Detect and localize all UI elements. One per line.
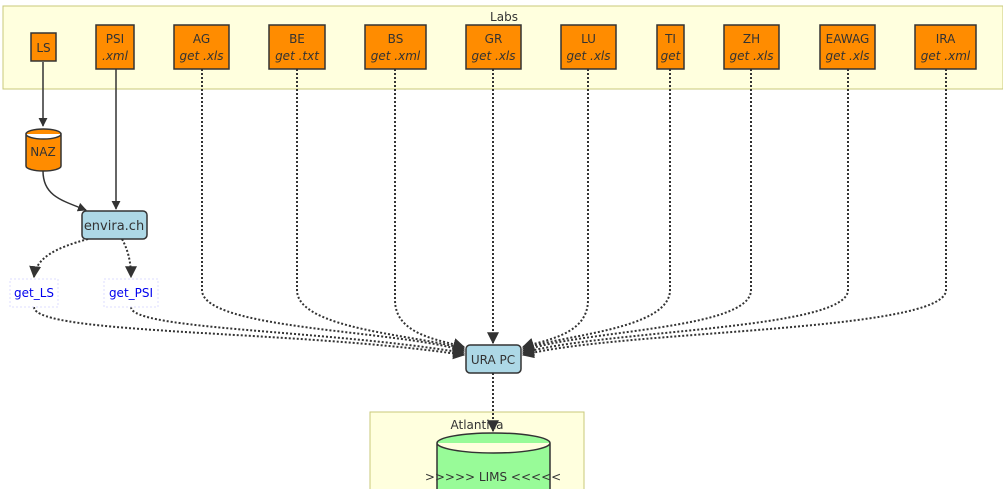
edge-getls-ura bbox=[33, 306, 466, 360]
lims-database[interactable] bbox=[436, 432, 551, 489]
lab-node-eawag[interactable] bbox=[819, 24, 876, 70]
edges bbox=[29, 62, 947, 433]
lab-node-be[interactable] bbox=[268, 24, 326, 70]
edge-bs-ura bbox=[394, 69, 466, 350]
naz-database[interactable] bbox=[25, 128, 62, 172]
edge-envira-getpsi bbox=[121, 238, 137, 279]
edge-zh-ura bbox=[521, 69, 752, 353]
lab-format: get .xml bbox=[371, 49, 421, 63]
lab-name: LS bbox=[36, 41, 50, 55]
lab-node-bs[interactable] bbox=[364, 24, 427, 70]
edge-lu-ura bbox=[521, 69, 589, 350]
get-psi-node[interactable] bbox=[103, 278, 159, 308]
lab-name: IRA bbox=[936, 32, 956, 46]
lab-name: TI bbox=[664, 32, 676, 46]
edge-envira-getls bbox=[29, 238, 89, 279]
lab-name: BS bbox=[388, 32, 404, 46]
get-ls-link[interactable]: get_LS bbox=[14, 286, 54, 300]
lab-format: get .xls bbox=[179, 49, 223, 63]
lab-format: get .xls bbox=[825, 49, 869, 63]
lab-format: get .xml bbox=[921, 49, 971, 63]
lab-format: get .xls bbox=[471, 49, 515, 63]
lab-node-ag[interactable] bbox=[173, 24, 230, 70]
envira-node[interactable] bbox=[81, 210, 148, 240]
edge-naz-envira bbox=[42, 170, 87, 212]
lab-format: get .xls bbox=[729, 49, 773, 63]
lab-node-lu[interactable] bbox=[560, 24, 617, 70]
lab-format: .xml bbox=[102, 49, 129, 63]
ura-pc-node[interactable] bbox=[465, 344, 522, 374]
edge-ira-ura bbox=[521, 69, 947, 359]
edge-getpsi-ura bbox=[130, 306, 466, 358]
lab-node-ira[interactable] bbox=[914, 24, 977, 70]
cluster-atlantica-title: Atlantica bbox=[451, 418, 504, 432]
envira-label: envira.ch bbox=[84, 219, 144, 234]
lab-node-zh[interactable] bbox=[723, 24, 780, 70]
lab-format: get .txt bbox=[275, 49, 320, 63]
lab-name: GR bbox=[485, 32, 503, 46]
edge-be-ura bbox=[296, 69, 466, 352]
edge-ti-ura bbox=[521, 69, 671, 351]
lab-node-ls[interactable] bbox=[30, 32, 57, 62]
lab-name: AG bbox=[193, 32, 210, 46]
edge-ag-ura bbox=[201, 69, 466, 354]
lab-name: ZH bbox=[743, 32, 760, 46]
lims-label: >>>>> LIMS <<<<< bbox=[425, 470, 561, 484]
lab-format: get bbox=[661, 49, 682, 63]
lab-name: PSI bbox=[106, 32, 124, 46]
lab-format: get .xls bbox=[566, 49, 610, 63]
get-psi-link[interactable]: get_PSI bbox=[109, 286, 153, 300]
get-ls-node[interactable] bbox=[9, 278, 59, 308]
ura-pc-label: URA PC bbox=[471, 353, 515, 367]
lab-name: LU bbox=[581, 32, 596, 46]
lab-name: BE bbox=[289, 32, 305, 46]
lab-node-gr[interactable] bbox=[465, 24, 522, 70]
lab-node-ti[interactable] bbox=[656, 24, 685, 70]
lab-name: EAWAG bbox=[826, 32, 870, 46]
cluster-labs-title: Labs bbox=[490, 10, 518, 24]
lab-node-psi[interactable] bbox=[95, 24, 135, 70]
edge-eawag-ura bbox=[521, 69, 849, 356]
naz-label: NAZ bbox=[30, 145, 55, 159]
